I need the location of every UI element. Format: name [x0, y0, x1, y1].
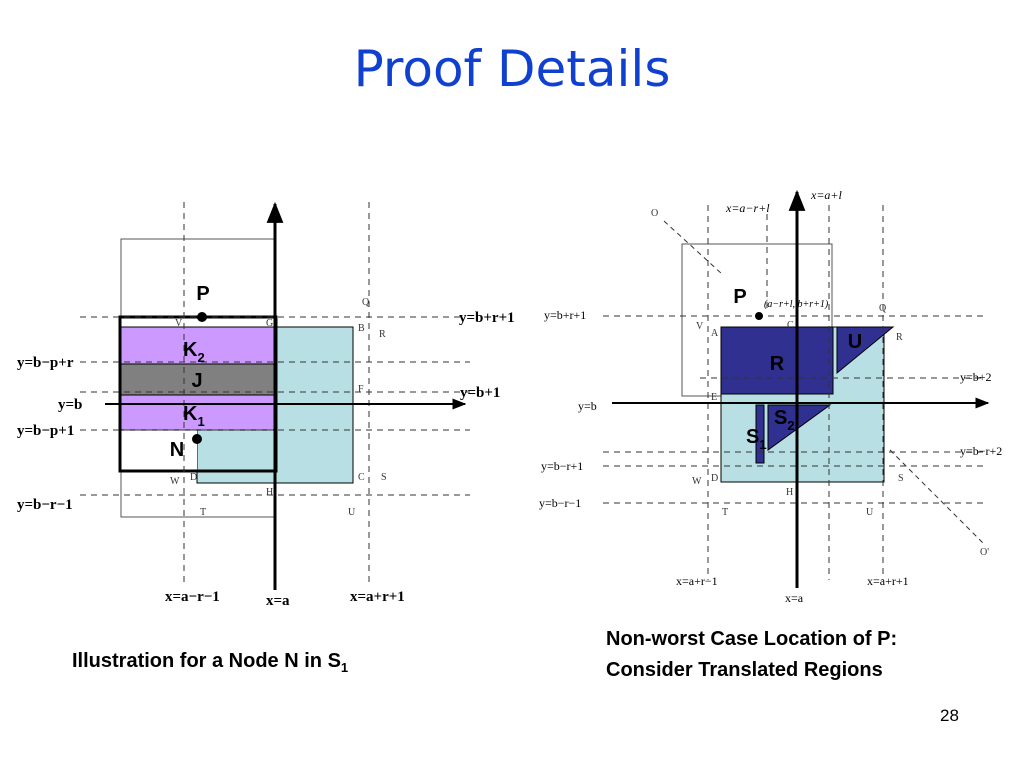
label-y-b-p-1: y=b−p+1 [17, 423, 74, 439]
right-caption-line1: Non-worst Case Location of P: [606, 628, 898, 650]
corner-o-prime: O' [980, 547, 989, 558]
label-x-a-r-l: x=a−r+l [725, 201, 770, 215]
right-point-p [755, 312, 763, 320]
left-corner-letters: V G Q B R F W D C S H T U [170, 297, 387, 518]
right-p-label: P [733, 286, 746, 308]
label-x-a-r-m1: x=a−r−1 [165, 589, 220, 605]
j-label: J [191, 370, 202, 392]
label-y-b-r-p1: y=b−r+1 [541, 459, 583, 473]
s2-label: S2 [774, 407, 795, 433]
right-line-labels: x=a+l x=a−r+l y=b+r+1 y=b+2 y=b y=b−r+1 … [539, 188, 1002, 605]
label-y-b-r-1: y=b+r+1 [544, 308, 586, 322]
region-s1 [755, 404, 765, 464]
corner-s: S [898, 473, 904, 484]
band-k2 [120, 326, 276, 365]
label-y-b: y=b [578, 399, 597, 413]
right-caption-line2: Consider Translated Regions [606, 659, 883, 681]
s1-label: S1 [746, 426, 767, 452]
corner-t: T [200, 507, 206, 518]
label-y-b-1: y=b+1 [460, 385, 500, 401]
label-x-a: x=a [266, 593, 290, 609]
left-caption-text: Illustration for a Node N in S [72, 650, 341, 672]
k1-label: K1 [183, 403, 205, 429]
left-dashed-verticals [183, 202, 370, 585]
right-caption: Non-worst Case Location of P: Consider T… [606, 624, 897, 686]
p-label-bg [190, 282, 216, 306]
p-label: P [196, 283, 209, 305]
label-x-a-l: x=a+l [810, 188, 843, 202]
corner-r: R [379, 329, 386, 340]
point-n [192, 434, 202, 444]
region-r [720, 326, 834, 395]
right-diagram: P (a−r+l, b+r+1) R U S2 S1 O O' V A C Q … [539, 188, 1002, 605]
corner-q: Q [362, 297, 370, 308]
corner-r: R [896, 332, 903, 343]
corner-b: B [358, 323, 365, 334]
slide-title: Proof Details [353, 40, 671, 98]
right-dashed-verticals [707, 205, 884, 580]
band-k1 [120, 394, 276, 431]
diagonal-o [663, 220, 723, 275]
corner-u: U [348, 507, 356, 518]
corner-u: U [866, 507, 874, 518]
label-x-a-r-1: x=a+r+1 [350, 589, 405, 605]
u-label: U [848, 331, 862, 353]
label-x-a-r-1: x=a+r+1 [867, 574, 909, 588]
n-label: N [170, 439, 184, 461]
left-white-area [121, 430, 197, 472]
left-diagram: P N K2 J K1 V G Q B R F W D C S H T U y=… [17, 201, 515, 609]
right-corner-letters: O O' V A C Q R E W D S H T U [651, 208, 989, 558]
label-x-a: x=a [785, 591, 804, 605]
corner-e: E [711, 392, 717, 403]
corner-w: W [692, 476, 702, 487]
region-u [836, 326, 895, 375]
label-x-a-r-m1: x=a+r−1 [676, 574, 718, 588]
corner-h: H [266, 487, 273, 498]
left-line-labels: y=b+r+1 y=b−p+r y=b+1 y=b y=b−p+1 y=b−r−… [17, 310, 515, 609]
diagonal-o-prime [889, 449, 986, 546]
corner-t: T [722, 507, 728, 518]
region-s2 [767, 404, 832, 451]
r-label: R [770, 353, 785, 375]
left-caption-subscript: 1 [340, 660, 349, 675]
left-dashed-horizontals [80, 316, 470, 496]
corner-h: H [786, 487, 793, 498]
corner-v: V [175, 318, 183, 329]
label-y-b-2: y=b+2 [960, 370, 992, 384]
corner-w: W [170, 476, 180, 487]
label-y-b-r-2: y=b−r+2 [960, 444, 1002, 458]
corner-f: F [358, 384, 364, 395]
page-number: 28 [940, 706, 959, 725]
corner-d: D [711, 473, 718, 484]
left-caption: Illustration for a Node N in S1 [72, 646, 348, 683]
k2-label: K2 [183, 339, 205, 365]
corner-d: D [190, 472, 197, 483]
corner-a: A [711, 328, 719, 339]
corner-o: O [651, 208, 658, 219]
corner-c: C [787, 320, 794, 331]
label-y-b: y=b [58, 397, 82, 413]
corner-c: C [358, 472, 365, 483]
right-dashed-horizontals [603, 315, 985, 504]
label-y-b-r-m1: y=b−r−1 [17, 497, 73, 513]
corner-q: Q [879, 303, 887, 314]
corner-v: V [696, 321, 704, 332]
point-coord: (a−r+l, b+r+1) [764, 299, 829, 310]
label-y-b-r-1: y=b+r+1 [459, 310, 515, 326]
corner-s: S [381, 472, 387, 483]
point-p [197, 312, 207, 322]
label-y-b-r-m1: y=b−r−1 [539, 496, 581, 510]
label-y-b-p-r: y=b−p+r [17, 355, 74, 371]
corner-g: G [266, 318, 273, 329]
